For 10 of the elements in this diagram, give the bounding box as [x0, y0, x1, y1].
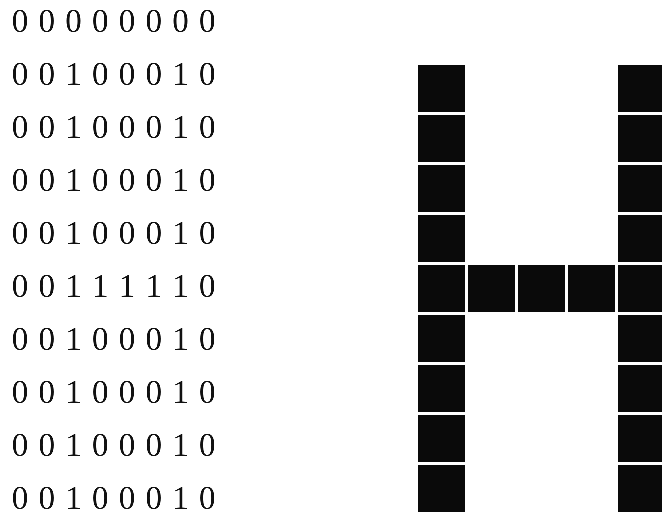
binary-row: 0 0 1 1 1 1 1 0	[12, 269, 216, 305]
binary-row: 0 0 1 0 0 0 1 0	[12, 428, 216, 464]
binary-row: 0 0 0 0 0 0 0 0	[12, 4, 216, 40]
binary-row: 0 0 1 0 0 0 1 0	[12, 216, 216, 252]
binary-row: 0 0 1 0 0 0 1 0	[12, 375, 216, 411]
binary-row: 0 0 1 0 0 0 1 0	[12, 57, 216, 93]
binary-row: 0 0 1 0 0 0 1 0	[12, 110, 216, 146]
binary-row: 0 0 1 0 0 0 1 0	[12, 163, 216, 199]
binary-row: 0 0 1 0 0 0 1 0	[12, 322, 216, 358]
binary-row: 0 0 1 0 0 0 1 0	[12, 481, 216, 517]
